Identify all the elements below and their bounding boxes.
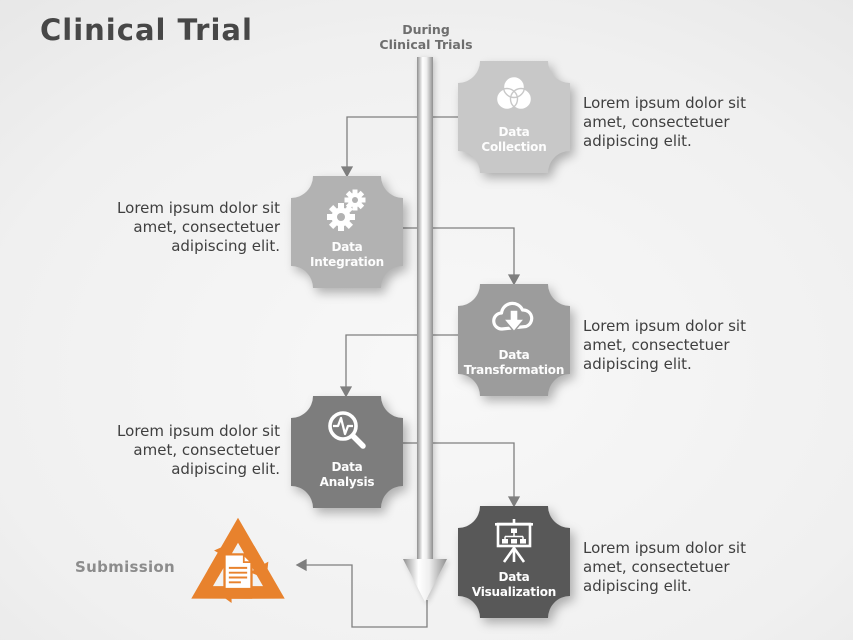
document-icon [223, 553, 253, 591]
badge-content: Data Collection [458, 61, 570, 173]
gears-icon [327, 189, 366, 231]
timeline-label-line1: During [402, 22, 450, 37]
connector-arrowhead-left-icon [295, 558, 307, 572]
description-data-integration: Lorem ipsum dolor sit amet, consectetuer… [117, 199, 280, 255]
page-title: Clinical Trial [40, 13, 253, 47]
connector-arrowhead-down-icon [507, 274, 521, 286]
venn-circles-icon [495, 75, 533, 111]
stage-data-transformation: Data Transformation [458, 284, 570, 396]
badge-content: Data Visualization [458, 506, 570, 618]
timeline-arrow [403, 57, 447, 602]
connector-arrowhead-down-icon [340, 166, 354, 178]
badge-content: Data Analysis [291, 396, 403, 508]
description-data-collection: Lorem ipsum dolor sit amet, consectetuer… [583, 94, 746, 150]
magnifier-pulse-icon [328, 411, 366, 449]
description-data-analysis: Lorem ipsum dolor sit amet, consectetuer… [117, 422, 280, 478]
connector-arrowhead-down-icon [507, 496, 521, 508]
connector-arrowhead-down-icon [339, 386, 353, 398]
stage-label: Data Visualization [471, 570, 557, 599]
stage-label: Data Transformation [463, 348, 565, 377]
presentation-chart-icon [495, 519, 533, 563]
recycle-document-icon [185, 517, 291, 617]
badge-shape [458, 61, 570, 173]
description-data-transformation: Lorem ipsum dolor sit amet, consectetuer… [583, 317, 746, 373]
badge-shape [458, 284, 570, 396]
timeline-label: During Clinical Trials [346, 22, 506, 52]
timeline-arrowhead-icon [403, 559, 447, 602]
badge-content: Data Integration [291, 176, 403, 288]
badge-shape [291, 396, 403, 508]
stage-data-integration: Data Integration [291, 176, 403, 288]
cloud-download-icon [492, 301, 534, 333]
badge-shape [291, 176, 403, 288]
description-data-visualization: Lorem ipsum dolor sit amet, consectetuer… [583, 539, 746, 595]
badge-content: Data Transformation [458, 284, 570, 396]
timeline-label-line2: Clinical Trials [379, 37, 473, 52]
stage-data-collection: Data Collection [458, 61, 570, 173]
timeline-shaft [417, 57, 433, 562]
stage-label: Data Analysis [319, 460, 375, 489]
stage-label: Data Collection [481, 125, 547, 154]
stage-label: Data Integration [310, 240, 384, 269]
stage-data-visualization: Data Visualization [458, 506, 570, 618]
submission-label: Submission [75, 558, 175, 576]
stage-data-analysis: Data Analysis [291, 396, 403, 508]
